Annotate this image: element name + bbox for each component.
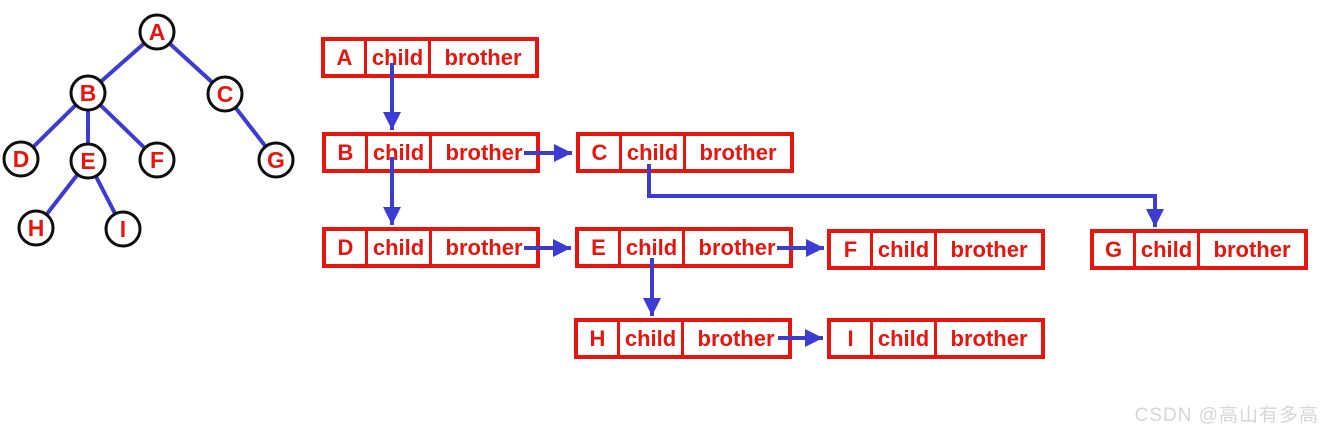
tree-node-label-A: A <box>149 19 166 45</box>
box-E-data-cell: E <box>591 234 606 260</box>
box-A-brother-pointer-cell: brother <box>444 44 522 70</box>
box-I-brother-pointer-cell: brother <box>950 325 1028 351</box>
box-E-brother-pointer-cell: brother <box>698 234 776 260</box>
tree-node-label-B: B <box>80 80 97 106</box>
box-F-brother-pointer-cell: brother <box>950 236 1028 262</box>
box-C-data-cell: C <box>591 139 608 165</box>
box-H-data-cell: H <box>589 325 606 351</box>
tree-node-label-I: I <box>120 216 126 242</box>
box-A-child-pointer-cell: child <box>364 41 431 74</box>
box-G-data-cell: G <box>1104 236 1123 262</box>
box-F-data-cell: F <box>843 236 858 262</box>
tree-node-label-G: G <box>267 147 285 173</box>
box-B-child-pointer-cell: child <box>365 136 432 169</box>
tree-node-label-D: D <box>13 146 30 172</box>
box-B-data-cell: B <box>337 139 354 165</box>
tree-node-A <box>138 13 176 51</box>
tree-node-I <box>104 210 142 248</box>
tree-node-D <box>2 140 40 178</box>
tree-node-E <box>69 142 107 180</box>
box-H-brother-pointer-cell: brother <box>697 325 775 351</box>
tree-node-G <box>257 141 295 179</box>
box-C-child-pointer-cell: child <box>619 136 686 169</box>
tree-node-label-E: E <box>80 148 95 174</box>
box-F-child-pointer-cell: child <box>870 233 937 266</box>
box-D-child-pointer-cell: child <box>365 231 432 264</box>
box-I-data-cell: I <box>847 325 854 351</box>
box-C-brother-pointer-cell: brother <box>699 139 777 165</box>
box-D-data-cell: D <box>337 234 354 260</box>
tree-node-F <box>138 141 176 179</box>
box-E-child-pointer-cell: child <box>618 231 685 264</box>
tree-node-label-F: F <box>150 147 164 173</box>
box-B-brother-pointer-cell: brother <box>445 139 523 165</box>
tree-node-B <box>69 74 107 112</box>
csdn-watermark: CSDN @高山有多高 <box>1134 405 1319 426</box>
tree-diagram: A B C D E F G H I <box>2 13 295 248</box>
tree-node-C <box>206 75 244 113</box>
tree-node-label-H: H <box>28 215 45 241</box>
box-G-child-pointer-cell: child <box>1133 233 1200 266</box>
tree-node-H <box>17 209 55 247</box>
tree-node-label-C: C <box>217 81 234 107</box>
box-H-child-pointer-cell: child <box>617 322 684 355</box>
box-I-child-pointer-cell: child <box>870 322 937 355</box>
box-A-data-cell: A <box>336 44 353 70</box>
box-G-brother-pointer-cell: brother <box>1213 236 1291 262</box>
box-D-brother-pointer-cell: brother <box>445 234 523 260</box>
